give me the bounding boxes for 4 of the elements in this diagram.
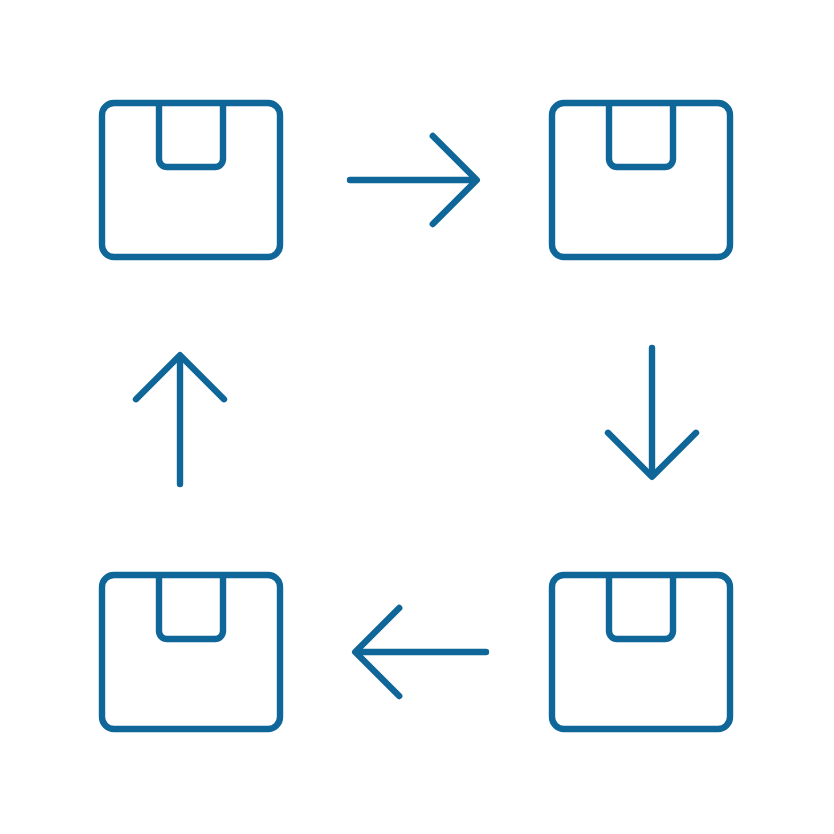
package-box <box>548 571 734 733</box>
package-box <box>98 99 284 261</box>
package-box <box>548 99 734 261</box>
package-box <box>98 571 284 733</box>
